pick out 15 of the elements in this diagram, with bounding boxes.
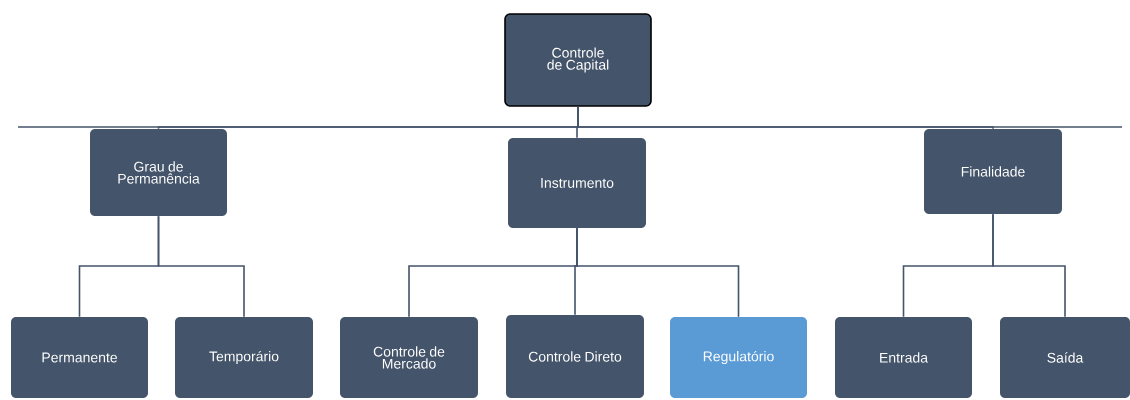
connector-line (992, 213, 1066, 318)
box: Regulatório (670, 317, 807, 398)
connector-line (157, 215, 245, 318)
box: Temporário (175, 317, 313, 398)
box: Permanente (11, 317, 148, 398)
connector-line (577, 106, 994, 130)
box: Controle Direto (506, 315, 644, 398)
box: Saída (1000, 317, 1130, 398)
box: Finalidade (924, 129, 1062, 214)
box: Instrumento (508, 138, 646, 228)
box: Grau de Permanência (90, 129, 227, 216)
connector-line (576, 227, 740, 318)
box: Controle de Capital (504, 13, 652, 107)
box: Controle de Mercado (340, 317, 478, 398)
box: Entrada (835, 317, 972, 398)
